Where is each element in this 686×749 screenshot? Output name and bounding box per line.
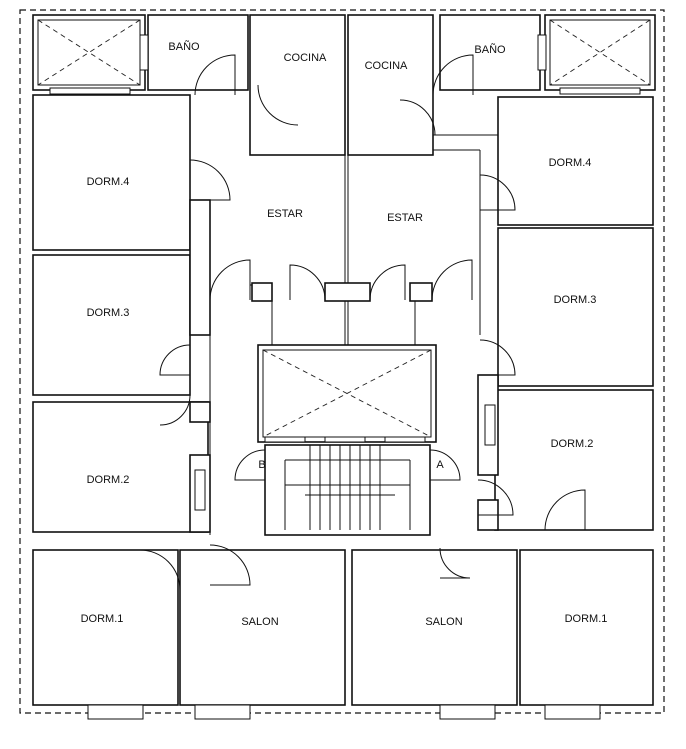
label-dorm4-left: DORM.4 xyxy=(87,176,130,188)
bano-left-room xyxy=(147,14,249,91)
door-swings xyxy=(139,54,586,591)
dorm1-left-room xyxy=(32,549,179,706)
light-shaft-top-left xyxy=(32,14,146,91)
dorm4-right-room xyxy=(497,96,654,226)
dorm3-right-room xyxy=(497,227,654,387)
label-estar-right: ESTAR xyxy=(387,212,423,224)
dorm3-left-room xyxy=(32,254,191,396)
dorm4-left-room xyxy=(32,94,191,251)
stair-label-b: B xyxy=(258,459,265,471)
dorm2-right-room xyxy=(494,389,654,531)
dorm1-right-room xyxy=(519,549,654,706)
cocina-left-room xyxy=(249,14,346,156)
cocina-right-room xyxy=(347,14,434,156)
salon-left-room xyxy=(179,549,346,706)
bano-right-room xyxy=(439,14,541,91)
facade-windows xyxy=(49,34,641,720)
label-dorm1-right: DORM.1 xyxy=(565,613,608,625)
label-bano-left: BAÑO xyxy=(168,40,200,53)
label-cocina-left: COCINA xyxy=(284,52,327,64)
label-dorm3-left: DORM.3 xyxy=(87,307,130,319)
central-light-shaft xyxy=(257,344,437,443)
label-dorm2-right: DORM.2 xyxy=(551,438,594,450)
label-estar-left: ESTAR xyxy=(267,208,303,220)
label-salon-right: SALON xyxy=(425,616,462,628)
building-boundary xyxy=(19,9,665,714)
label-dorm2-left: DORM.2 xyxy=(87,474,130,486)
label-dorm3-right: DORM.3 xyxy=(554,294,597,306)
label-dorm4-right: DORM.4 xyxy=(549,157,592,169)
dorm2-left-room xyxy=(32,401,209,533)
stair-label-a: A xyxy=(436,459,444,471)
label-dorm1-left: DORM.1 xyxy=(81,613,124,625)
label-bano-right: BAÑO xyxy=(474,43,506,56)
label-cocina-right: COCINA xyxy=(365,60,408,72)
light-shaft-top-right xyxy=(544,14,656,91)
salon-right-room xyxy=(351,549,518,706)
label-salon-left: SALON xyxy=(241,616,278,628)
stair-core xyxy=(234,444,461,536)
